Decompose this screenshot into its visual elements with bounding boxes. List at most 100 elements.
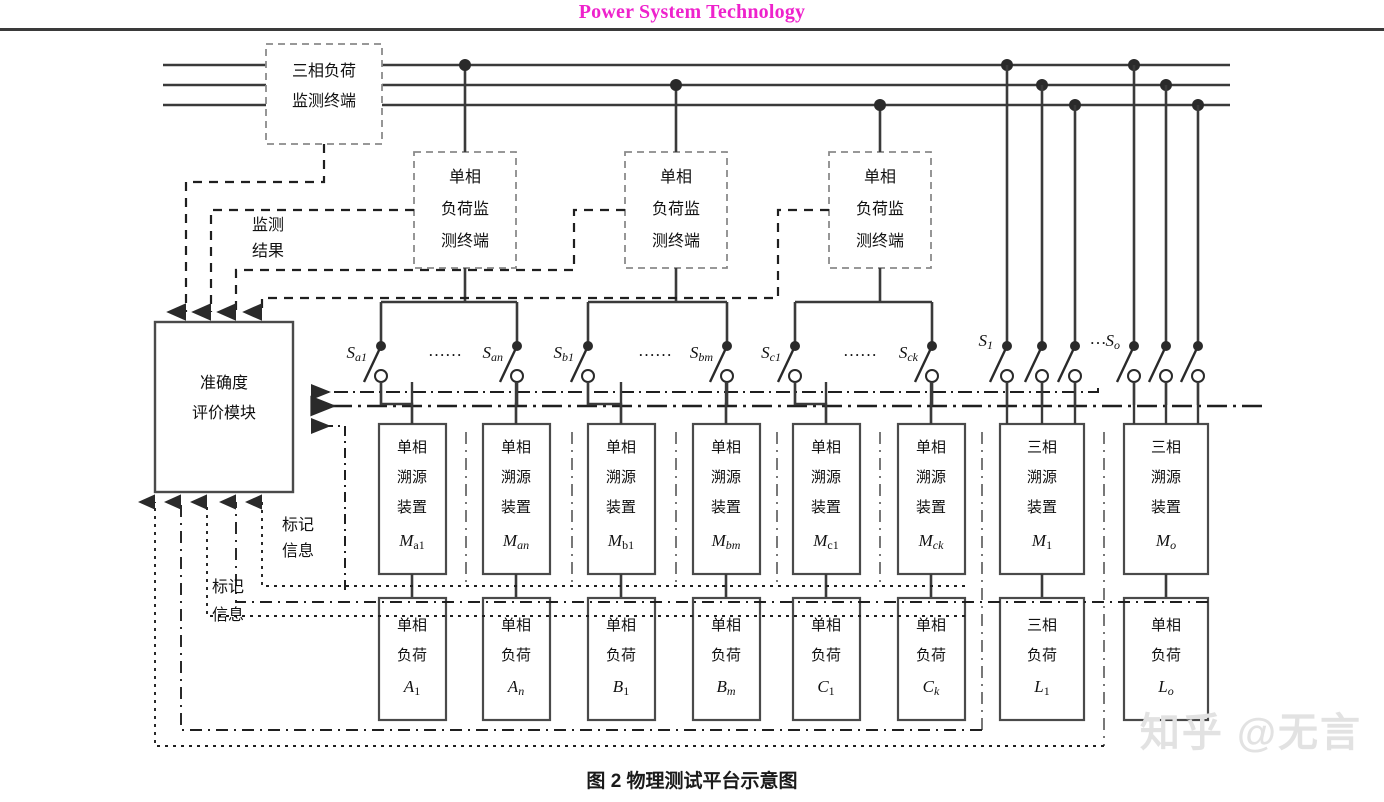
load4-line1: 单相 [711, 617, 741, 634]
td4-line1: 单相 [711, 439, 741, 456]
load4-tag: Bm [716, 677, 735, 698]
traceability-device-4[interactable]: 单相 溯源 装置 Mbm [691, 422, 762, 576]
single-phase-load-monitoring-terminal-1[interactable]: 单相 负荷监 测终端 [413, 151, 517, 269]
tag-info-upper-line1: 标记 [282, 516, 314, 534]
tag-info-lower-line2: 信息 [212, 606, 244, 624]
load-box-1[interactable]: 单相 负荷 A1 [377, 596, 448, 722]
load-box-8[interactable]: 单相 负荷 Lo [1122, 596, 1210, 722]
load-box-2[interactable]: 单相 负荷 An [481, 596, 552, 722]
switch-label-Sbm: Sbm [690, 343, 714, 364]
load2-tag: An [507, 677, 524, 698]
load1-line2: 负荷 [397, 647, 427, 664]
load-box-5[interactable]: 单相 负荷 C1 [791, 596, 862, 722]
load-box-3[interactable]: 单相 负荷 B1 [586, 596, 657, 722]
td3-tag: Mb1 [607, 531, 634, 552]
traceability-device-1[interactable]: 单相 溯源 装置 Ma1 [377, 422, 448, 576]
td5-line1: 单相 [811, 439, 841, 456]
spt2-line3: 测终端 [652, 232, 700, 250]
td7-line1: 三相 [1027, 439, 1057, 456]
tag-info-upper-label: 标记 信息 [282, 516, 314, 560]
load6-tag: Ck [923, 677, 940, 698]
td8-line2: 溯源 [1151, 469, 1181, 486]
td3-line1: 单相 [606, 439, 636, 456]
td1-line3: 装置 [397, 499, 427, 516]
switch-label-San: San [483, 343, 504, 364]
td7-tag: M1 [1031, 531, 1052, 552]
switch-terminal-circles [374, 369, 1205, 383]
td7-line3: 装置 [1027, 499, 1057, 516]
load8-tag: Lo [1157, 677, 1173, 698]
spt2-line2: 负荷监 [652, 200, 700, 218]
td4-line3: 装置 [711, 499, 741, 516]
group-separators [465, 432, 1105, 746]
td5-line2: 溯源 [811, 469, 841, 486]
switch-lead-offsets [379, 382, 934, 424]
load2-line2: 负荷 [501, 647, 531, 664]
td6-tag: Mck [918, 531, 944, 552]
switch-label-S1: S1 [979, 331, 994, 352]
load5-tag: C1 [817, 677, 834, 698]
load8-line1: 单相 [1151, 617, 1181, 634]
mark-info-bottom-buses [137, 494, 1208, 747]
traceability-device-6[interactable]: 单相 溯源 装置 Mck [896, 422, 967, 576]
single-phase-load-monitoring-terminal-3[interactable]: 单相 负荷监 测终端 [828, 151, 932, 269]
td2-tag: Man [502, 531, 529, 552]
load6-line1: 单相 [916, 617, 946, 634]
load4-line2: 负荷 [711, 647, 741, 664]
td1-tag: Ma1 [398, 531, 425, 552]
switch-ellipsis-b: …… [638, 341, 672, 360]
td1-line1: 单相 [397, 439, 427, 456]
switch-label-Sa1: Sa1 [347, 343, 368, 364]
load5-line2: 负荷 [811, 647, 841, 664]
load7-line1: 三相 [1027, 617, 1057, 634]
mark-info-right-paths [310, 384, 1262, 590]
switch-label-Sb1: Sb1 [554, 343, 575, 364]
three-phase-terminal-line1: 三相负荷 [292, 62, 356, 80]
td4-line2: 溯源 [711, 469, 741, 486]
td5-tag: Mc1 [812, 531, 839, 552]
accuracy-module-line1: 准确度 [200, 374, 248, 392]
td7-line2: 溯源 [1027, 469, 1057, 486]
td3-line3: 装置 [606, 499, 636, 516]
traceability-device-2[interactable]: 单相 溯源 装置 Man [481, 422, 552, 576]
header-rule [0, 28, 1384, 31]
td6-line3: 装置 [916, 499, 946, 516]
switch-label-So: So [1106, 331, 1121, 352]
physical-test-platform-diagram: 三相负荷 监测终端 单相 负荷监 测终端 单相 负荷监 测终端 单相 负荷监 测… [137, 43, 1262, 747]
traceability-device-5[interactable]: 单相 溯源 装置 Mc1 [791, 422, 862, 576]
traceability-device-7[interactable]: 三相 溯源 装置 M1 [998, 422, 1086, 576]
switch-ellipsis-a: …… [428, 341, 462, 360]
monitoring-result-line1: 监测 [252, 216, 284, 234]
td6-line2: 溯源 [916, 469, 946, 486]
tag-info-lower-label: 标记 信息 [212, 578, 244, 624]
load-box-6[interactable]: 单相 负荷 Ck [896, 596, 967, 722]
bus-bars [163, 63, 1230, 107]
td8-tag: Mo [1155, 531, 1176, 552]
switch-label-Sc1: Sc1 [761, 343, 781, 364]
traceability-device-8[interactable]: 三相 溯源 装置 Mo [1122, 422, 1210, 576]
load3-line2: 负荷 [606, 647, 636, 664]
td2-line2: 溯源 [501, 469, 531, 486]
load7-line2: 负荷 [1027, 647, 1057, 664]
monitoring-result-signal-paths [166, 144, 829, 321]
accuracy-module-line2: 评价模块 [192, 404, 256, 422]
spt1-line1: 单相 [449, 168, 481, 186]
td2-line1: 单相 [501, 439, 531, 456]
single-phase-load-monitoring-terminal-2[interactable]: 单相 负荷监 测终端 [624, 151, 728, 269]
spt3-line3: 测终端 [856, 232, 904, 250]
switch-labels: Sa1 San Sb1 Sbm Sc1 Sck S1 So …… …… …… … [347, 329, 1121, 364]
load-box-4[interactable]: 单相 负荷 Bm [691, 596, 762, 722]
td6-line1: 单相 [916, 439, 946, 456]
switch-pivot-dots [376, 341, 1203, 351]
accuracy-evaluation-module[interactable]: 准确度 评价模块 [153, 320, 295, 494]
td3-line2: 溯源 [606, 469, 636, 486]
figure-caption: 图 2 物理测试平台示意图 [586, 771, 798, 792]
three-phase-load-monitoring-terminal[interactable]: 三相负荷 监测终端 [265, 43, 383, 145]
td8-line1: 三相 [1151, 439, 1181, 456]
td2-line3: 装置 [501, 499, 531, 516]
traceability-device-3[interactable]: 单相 溯源 装置 Mb1 [586, 422, 657, 576]
load7-tag: L1 [1033, 677, 1049, 698]
load2-line1: 单相 [501, 617, 531, 634]
load-box-7[interactable]: 三相 负荷 L1 [998, 596, 1086, 722]
spt3-line1: 单相 [864, 168, 896, 186]
